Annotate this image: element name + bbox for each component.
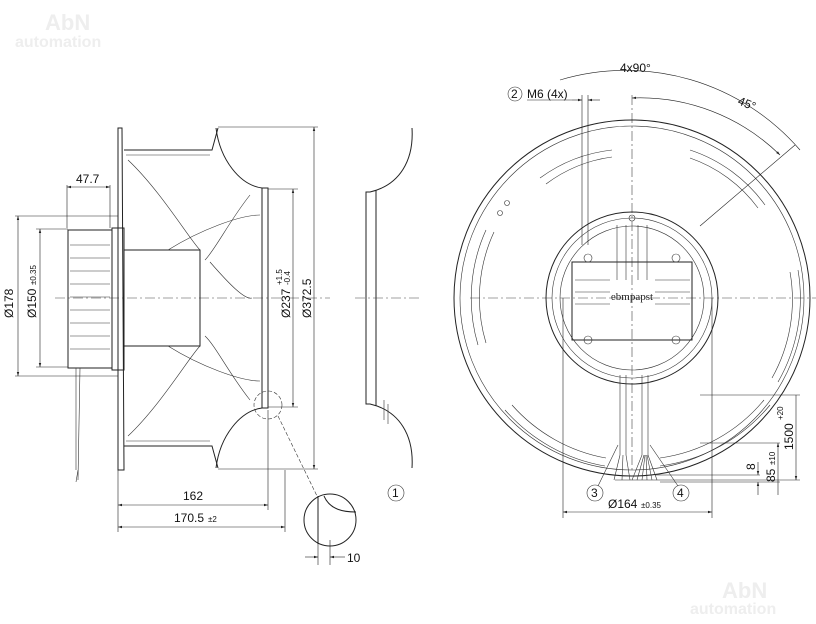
detail-view: 10 xyxy=(303,493,361,565)
dim-dia-164: Ø164 ±0.35 xyxy=(562,298,713,518)
dim-text: Ø150 xyxy=(25,288,39,318)
dim-text: 47.7 xyxy=(76,172,100,186)
dim-detail-10: 10 xyxy=(347,551,361,565)
angle-45: 45° xyxy=(736,94,758,114)
thread-label: M6 (4x) xyxy=(527,87,568,101)
impeller-side xyxy=(117,127,269,471)
dim-dia-178: Ø178 xyxy=(2,215,118,377)
dim-1500: 1500 xyxy=(782,423,796,450)
dim-text: Ø237 xyxy=(279,288,293,318)
dim-text: Ø164 xyxy=(608,497,638,511)
dim-text: Ø372.5 xyxy=(300,278,314,318)
callout-1: 1 xyxy=(392,486,399,500)
watermark-bottom-right: AbN automation xyxy=(690,578,776,618)
callout-2: 2 xyxy=(511,87,518,101)
callout-4-circle xyxy=(672,484,690,502)
dim-text: 170.5 xyxy=(174,511,204,525)
dim-8: 8 xyxy=(744,463,758,470)
watermark-text: automation xyxy=(15,34,101,51)
dim-tolerance: ±0.35 xyxy=(29,264,38,285)
inlet-ring xyxy=(355,127,420,469)
dim-47-7: 47.7 xyxy=(66,172,111,228)
callout-1-circle xyxy=(387,484,405,502)
dim-1500-tol: +20 xyxy=(776,406,785,420)
dim-tolerance: +1.5 xyxy=(275,269,284,285)
angle-4x90: 4x90° xyxy=(620,61,651,75)
watermark-text: AbN xyxy=(45,10,90,35)
side-view: 10 1 47.7 Ø178 Ø150 ±0.35 Ø237 +1.5 -0.4 xyxy=(2,126,420,565)
callout-m6: 2 M6 (4x) xyxy=(507,86,600,245)
callout-3-circle xyxy=(586,484,604,502)
callout-4: 4 xyxy=(677,486,684,500)
dim-tolerance: ±2 xyxy=(208,515,217,524)
dim-tolerance: ±0.35 xyxy=(641,501,662,510)
dim-tolerance: -0.4 xyxy=(283,271,292,285)
motor-body xyxy=(67,227,201,483)
dim-text: 162 xyxy=(183,489,203,503)
dim-length-162: 162 xyxy=(117,410,269,532)
dim-dia-237: Ø237 +1.5 -0.4 xyxy=(268,188,298,408)
arc-4x90 xyxy=(559,70,801,151)
dim-85-tol: ±10 xyxy=(768,451,777,465)
callout-3: 3 xyxy=(591,486,598,500)
watermark-top-left: AbN automation xyxy=(15,10,101,51)
front-view: ebmpapst 4x90° 45° 2 M6 (4x) 3 4 xyxy=(453,61,816,518)
dim-length-170: 170.5 ±2 xyxy=(118,470,286,532)
cables xyxy=(613,375,658,481)
watermark-text: AbN xyxy=(722,578,767,603)
dim-85: 85 xyxy=(764,468,778,482)
dim-cable-lengths: 8 85 ±10 1500 +20 xyxy=(615,394,800,495)
arc-45 xyxy=(631,96,781,156)
watermark-text: automation xyxy=(690,601,776,618)
dim-dia-150: Ø150 ±0.35 xyxy=(25,228,68,368)
motor-front: ebmpapst xyxy=(545,211,719,385)
dim-text: Ø178 xyxy=(2,288,16,318)
brand-logo: ebmpapst xyxy=(611,291,653,303)
